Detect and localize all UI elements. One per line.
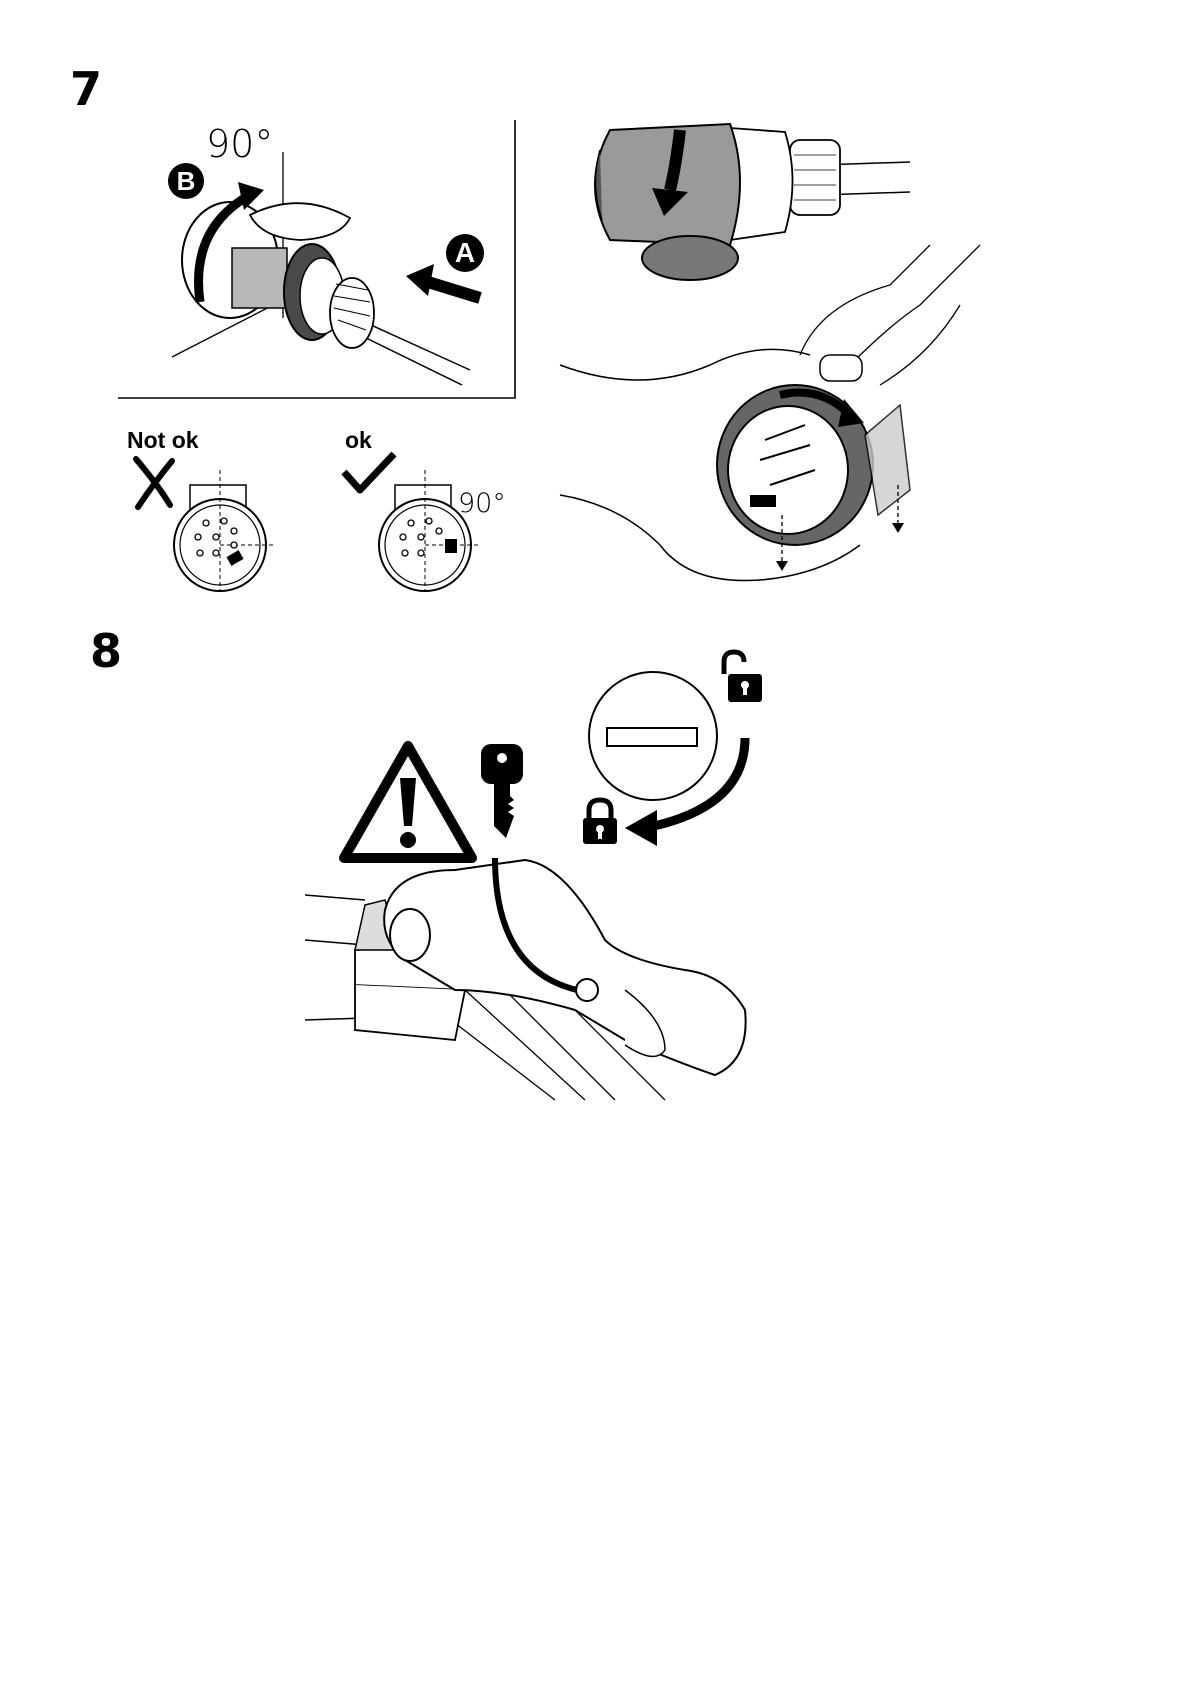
callout-b: B bbox=[168, 163, 204, 199]
padlock-closed-icon bbox=[580, 798, 620, 846]
callout-a: A bbox=[446, 234, 484, 272]
padlock-open-icon bbox=[714, 650, 764, 704]
socket-ok-diagram bbox=[375, 465, 495, 595]
key-icon bbox=[478, 742, 528, 842]
socket-not-ok-diagram bbox=[170, 465, 290, 595]
angle-label-90-top: 90° bbox=[206, 122, 273, 166]
roof-rack-lock-illustration bbox=[305, 850, 775, 1100]
not-ok-label: Not ok bbox=[127, 427, 199, 454]
warning-triangle-icon bbox=[338, 740, 478, 864]
hand-rotate-socket-illustration bbox=[560, 245, 1000, 605]
